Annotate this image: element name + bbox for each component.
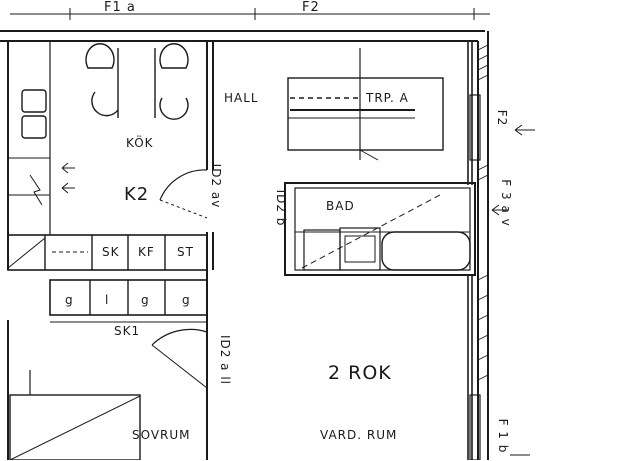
room-code-k2: K2 xyxy=(124,184,150,205)
door-tag-bath: ID2 b xyxy=(274,189,288,227)
cabinet-label-g2: g xyxy=(141,293,150,307)
door-tag-kitchen: ID2 av xyxy=(209,163,223,209)
tag-f2-side: F2 xyxy=(495,109,509,127)
cabinet-label-l: l xyxy=(105,293,110,307)
kitchen-door-swing xyxy=(159,169,208,201)
bed xyxy=(9,394,141,460)
tag-f1a: F1 a xyxy=(104,0,136,15)
bedroom-door-swing xyxy=(151,328,208,346)
room-label-bathroom: BAD xyxy=(326,199,355,213)
room-label-bedroom: SOVRUM xyxy=(132,428,191,442)
window-right-f2 xyxy=(469,94,481,161)
bathroom xyxy=(284,182,476,276)
dining-table xyxy=(85,43,189,120)
washbasin xyxy=(303,229,341,271)
stairwell xyxy=(287,48,444,161)
cabinet-label-sk1: SK1 xyxy=(114,324,141,338)
cabinet-label-g3: g xyxy=(182,293,191,307)
kitchen-counter xyxy=(7,234,208,271)
room-label-living-room: VARD. RUM xyxy=(320,428,398,442)
room-label-stairs: TRP. A xyxy=(366,91,409,105)
tag-f2-top: F2 xyxy=(302,0,320,15)
door-tag-sk1: ID2 a ll xyxy=(218,334,232,386)
room-label-hall: HALL xyxy=(224,91,259,105)
cabinet-label-st: ST xyxy=(177,245,194,259)
tag-f3av: F 3 a v xyxy=(499,179,513,227)
cabinet-label-kf: KF xyxy=(138,245,155,259)
bathtub xyxy=(381,231,471,271)
stove xyxy=(21,89,47,113)
room-label-kitchen: KÖK xyxy=(126,136,154,150)
cabinet-label-sk: SK xyxy=(102,245,120,259)
cabinet-label-g1: g xyxy=(65,293,74,307)
apartment-type-label: 2 ROK xyxy=(328,362,392,384)
tag-f1b: F 1 b xyxy=(496,418,510,454)
toilet xyxy=(339,227,381,271)
